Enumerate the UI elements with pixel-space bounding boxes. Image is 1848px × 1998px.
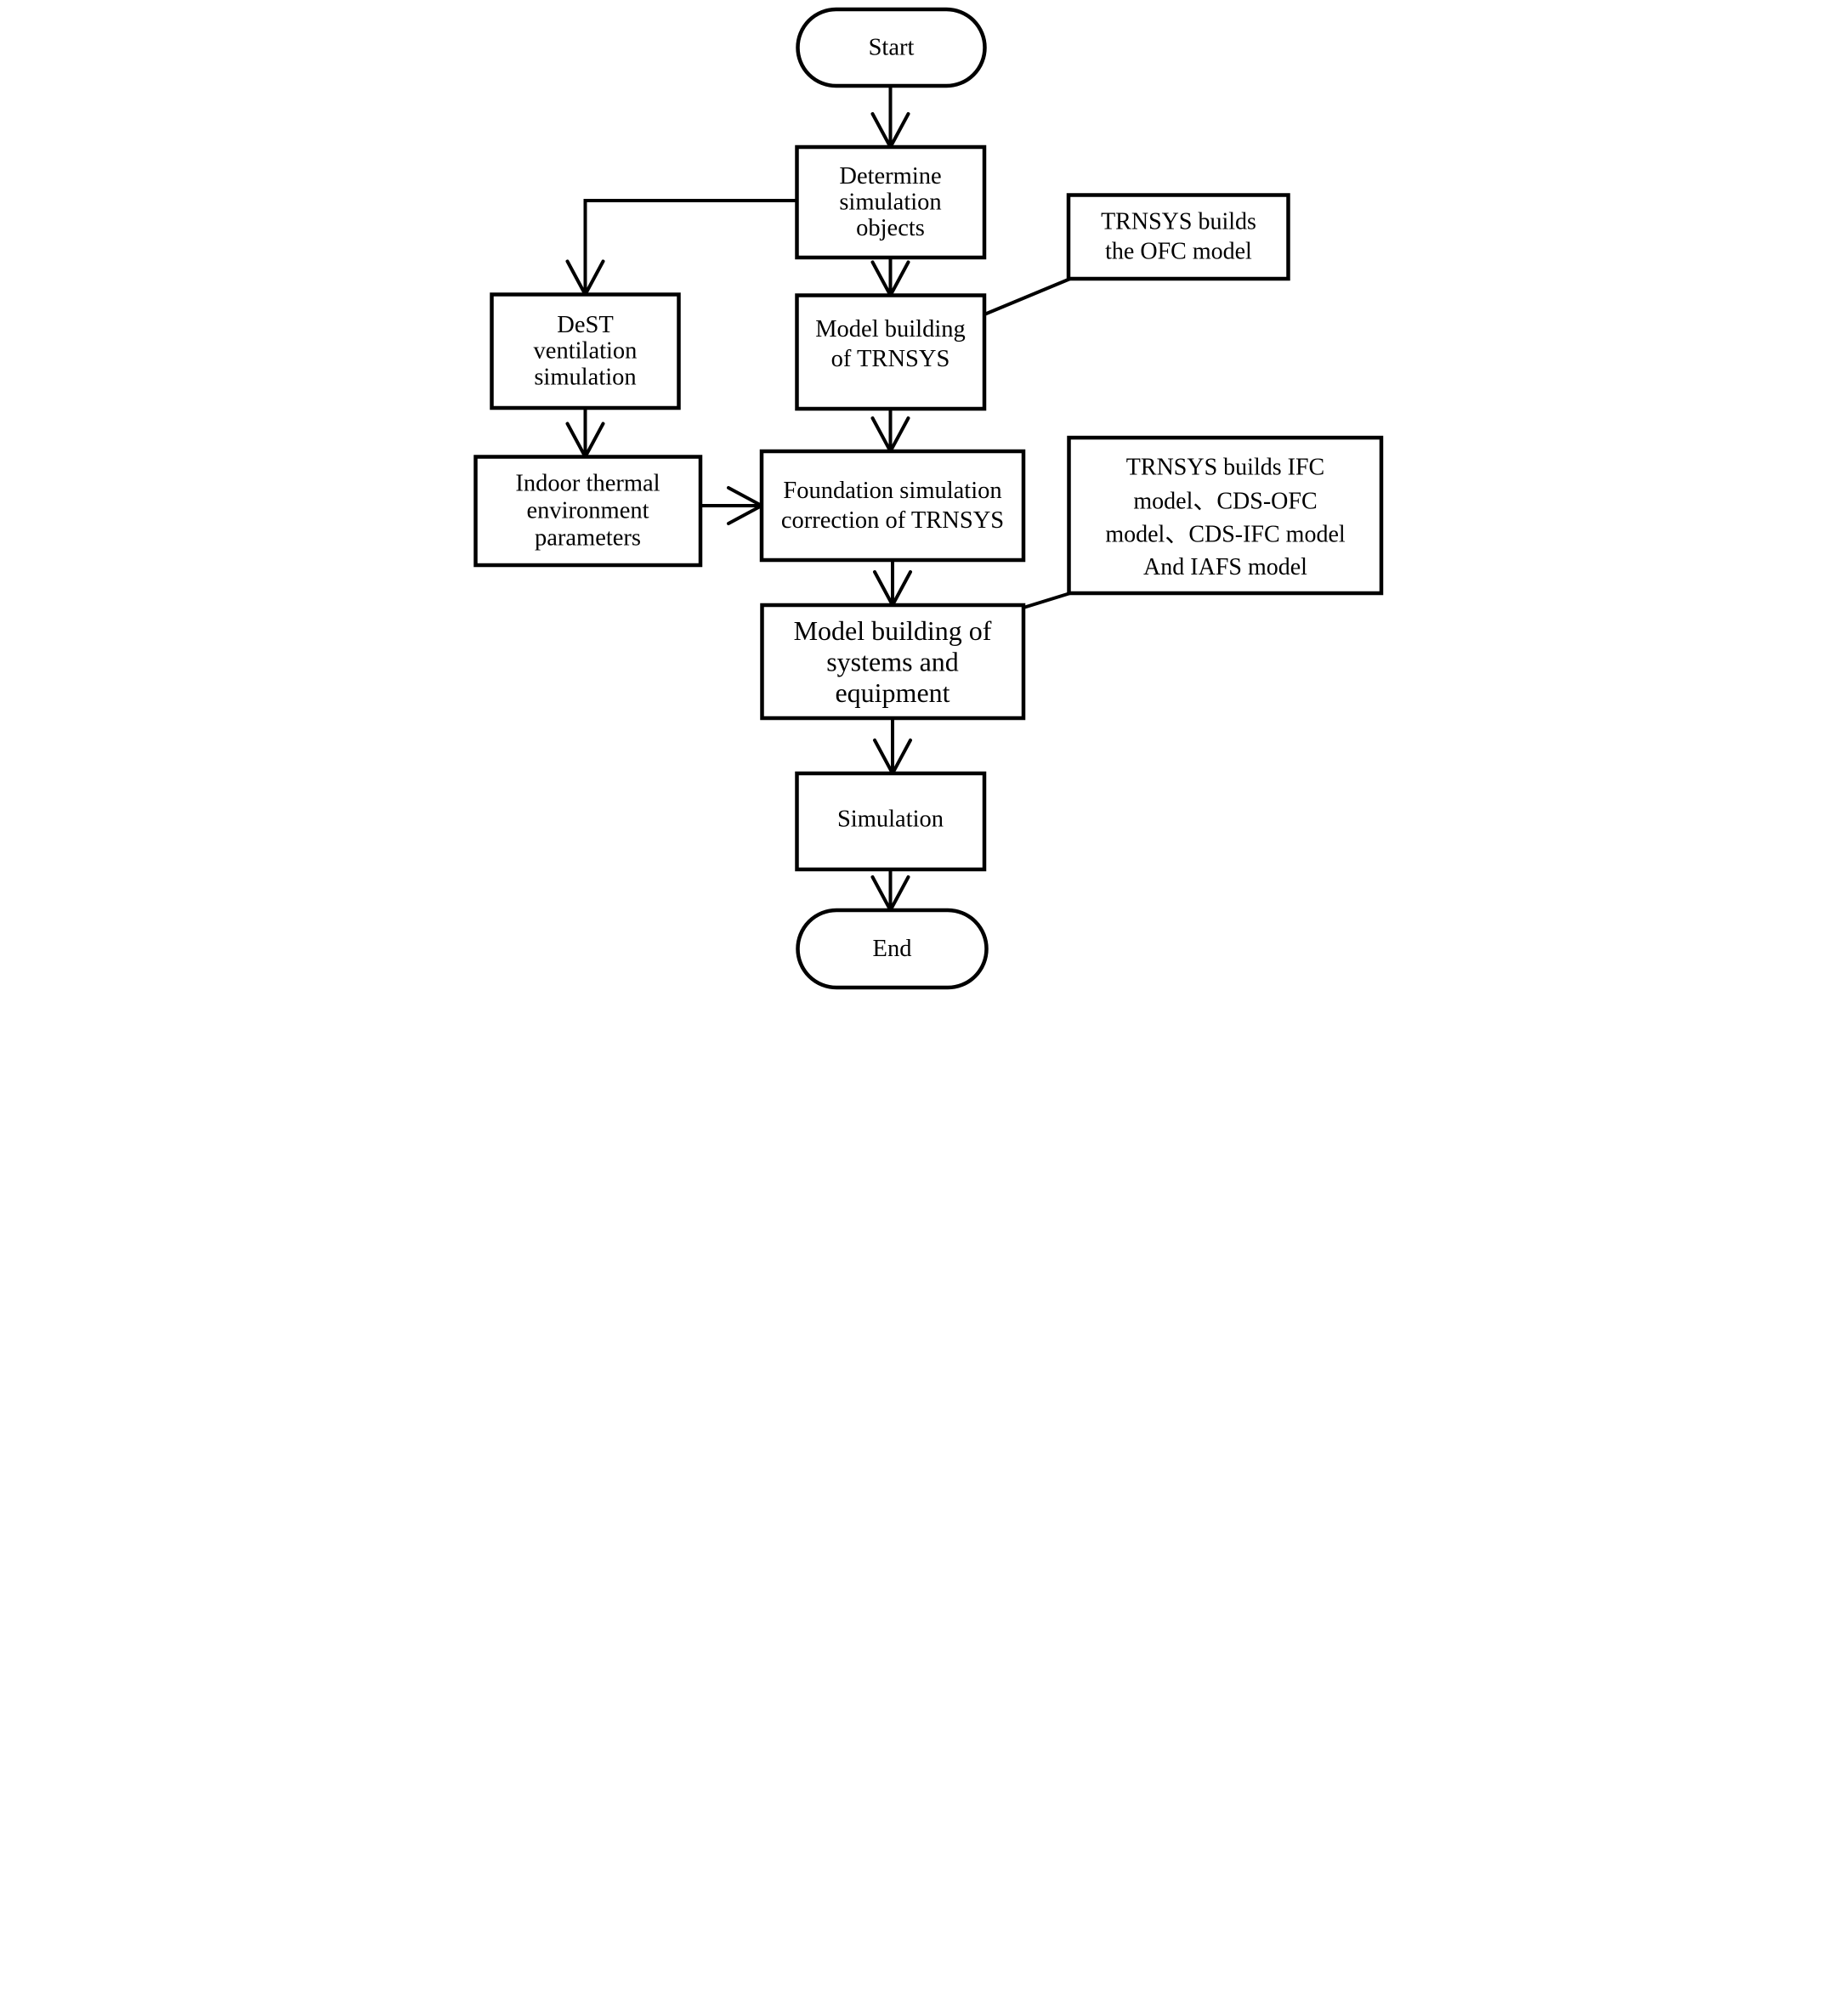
node-trnsys-builds-ofc-model-note: TRNSYS builds the OFC model: [1066, 193, 1290, 281]
arrow-determine-to-model-trnsys: [870, 258, 910, 299]
node-determine-simulation-objects: Determine simulation objects: [794, 144, 986, 260]
ifc-note-label-line-2: model、CDS-OFC: [1133, 489, 1317, 515]
simulation-box: [794, 771, 986, 872]
systems-box: [759, 603, 1025, 721]
node-trnsys-builds-ifc-models-note: TRNSYS builds IFC model、CDS-OFC model、CD…: [1066, 435, 1383, 596]
determine-label-line-3: objects: [856, 215, 925, 241]
model-trnsys-label-line-1: Model building: [815, 316, 966, 342]
indoor-box: [473, 455, 702, 568]
ifc-note-box: [1066, 435, 1383, 596]
dest-label-line-2: ventilation: [533, 338, 637, 365]
determine-box: [794, 144, 986, 260]
end-label: End: [872, 936, 911, 962]
systems-label-line-3: equipment: [835, 677, 950, 708]
dest-box: [489, 292, 681, 410]
node-indoor-thermal-environment-parameters: Indoor thermal environment parameters: [473, 455, 702, 568]
arrow-dest-to-indoor: [565, 408, 604, 461]
dest-label-line-3: simulation: [534, 365, 636, 391]
determine-label-line-2: simulation: [839, 190, 941, 216]
arrow-model-trnsys-to-foundation: [870, 409, 910, 456]
node-model-building-of-trnsys: Model building of TRNSYS: [794, 293, 986, 411]
node-start: Start: [795, 7, 987, 88]
end-terminator-shape: [795, 908, 989, 990]
determine-label-line-1: Determine: [839, 163, 941, 190]
ifc-note-label-line-1: TRNSYS builds IFC: [1125, 455, 1324, 481]
node-model-building-systems-equipment: Model building of systems and equipment: [759, 603, 1025, 721]
model-trnsys-label-line-2: of TRNSYS: [830, 346, 950, 372]
foundation-label-line-2: correction of TRNSYS: [780, 507, 1003, 534]
foundation-label-line-1: Foundation simulation: [783, 478, 1001, 504]
arrow-indoor-to-foundation: [700, 486, 765, 525]
ofc-note-label-line-1: TRNSYS builds: [1101, 209, 1256, 235]
indoor-label-line-1: Indoor thermal: [515, 471, 660, 497]
systems-label-line-1: Model building of: [793, 615, 991, 646]
start-terminator-shape: [795, 7, 987, 88]
flowchart-canvas: Start Determine simulation objects DeST …: [462, 0, 1386, 999]
arrow-start-to-determine: [870, 86, 910, 151]
flowchart-figure: Start Determine simulation objects DeST …: [462, 0, 1386, 999]
start-label: Start: [868, 35, 914, 61]
node-simulation: Simulation: [794, 771, 986, 872]
systems-label-line-2: systems and: [826, 647, 959, 677]
node-foundation-simulation-correction: Foundation simulation correction of TRNS…: [759, 449, 1025, 563]
arrow-systems-to-simulation: [872, 718, 912, 778]
node-end: End: [795, 908, 989, 990]
ifc-note-label-line-4: And IAFS model: [1143, 554, 1307, 580]
ofc-note-box: [1066, 193, 1290, 281]
model-trnsys-box: [794, 293, 986, 411]
arrow-simulation-to-end: [870, 869, 910, 914]
ofc-note-label-line-2: the OFC model: [1105, 239, 1252, 265]
simulation-label: Simulation: [836, 807, 943, 833]
dest-label-line-1: DeST: [557, 312, 614, 338]
line-ofc-note-to-model-trnsys: [983, 277, 1071, 316]
indoor-label-line-2: environment: [526, 498, 649, 524]
foundation-box: [759, 449, 1025, 563]
arrow-determine-to-dest: [565, 199, 796, 298]
indoor-label-line-3: parameters: [534, 525, 640, 552]
line-ifc-note-to-systems: [1022, 591, 1071, 609]
arrow-foundation-to-systems: [872, 560, 912, 609]
node-dest-ventilation-simulation: DeST ventilation simulation: [489, 292, 681, 410]
ifc-note-label-line-3: model、CDS-IFC model: [1105, 522, 1346, 548]
